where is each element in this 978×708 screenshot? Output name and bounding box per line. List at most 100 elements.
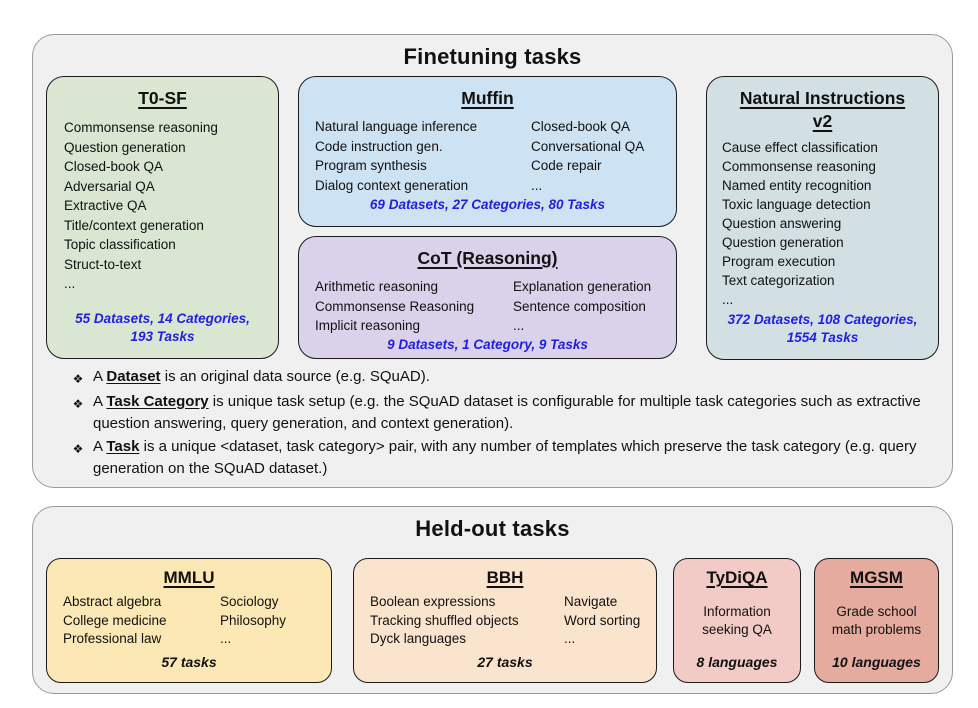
bbh-card-title: BBH (486, 568, 524, 587)
finetuning-section-title: Finetuning tasks (403, 44, 582, 69)
list-item: Word sorting (564, 612, 641, 628)
note-task-category-rest: is unique task setup (e.g. the SQuAD dat… (93, 392, 921, 433)
note-task-term: Task (106, 437, 140, 455)
list-item: ... (64, 276, 76, 292)
list-item: Code repair (531, 158, 602, 174)
list-item: Question generation (64, 139, 186, 155)
list-item: Title/context generation (64, 217, 204, 233)
definition-notes: ❖ A Dataset is an original data source (… (63, 366, 949, 481)
t0sf-card-title: T0-SF (138, 88, 187, 108)
list-item: Boolean expressions (370, 594, 496, 610)
list-item: Program execution (722, 254, 836, 270)
list-item: Commonsense reasoning (64, 120, 218, 136)
list-item: Commonsense Reasoning (315, 298, 475, 314)
list-item: ... (513, 318, 525, 334)
list-item: Text categorization (722, 273, 835, 289)
finetuning-tasks-section: Finetuning tasks T0-SF Commonsense reaso… (32, 34, 953, 488)
cot-card-title: CoT (Reasoning) (417, 248, 558, 268)
list-item: Tracking shuffled objects (370, 612, 519, 628)
note-dataset-term: Dataset (106, 368, 161, 385)
list-item: Adversarial QA (64, 178, 155, 194)
list-item: Sentence composition (513, 298, 646, 314)
list-item: Abstract algebra (63, 594, 162, 610)
note-task-category-text: A Task Category is unique task setup (e.… (93, 391, 949, 436)
muffin-task-list-right: Closed-book QA Conversational QA Code repa… (531, 117, 668, 195)
mgsm-card: MGSM Grade school math problems 10 langu… (814, 558, 939, 683)
list-item: Navigate (564, 594, 618, 610)
list-item: Natural language inference (315, 119, 478, 135)
note-task-category-term: Task Category (106, 392, 209, 410)
note-dataset-pre: A (93, 368, 107, 385)
mmlu-stats: 57 tasks (161, 654, 217, 670)
mgsm-card-title: MGSM (850, 568, 903, 587)
bbh-stats: 27 tasks (477, 654, 533, 670)
note-dataset-text: A Dataset is an original data source (e.… (93, 366, 949, 391)
mgsm-stats: 10 languages (832, 654, 921, 670)
list-item: Conversational QA (531, 138, 645, 154)
natural-instructions-v2-card: Natural Instructions v2 Cause effect cla… (706, 76, 939, 360)
list-item: Dyck languages (370, 631, 467, 647)
held-out-section-title: Held-out tasks (415, 516, 570, 541)
list-item: Sociology (220, 594, 279, 610)
mmlu-card-title: MMLU (163, 568, 215, 587)
list-item: Closed-book QA (531, 119, 631, 135)
list-item: Closed-book QA (64, 159, 164, 175)
list-item: Question generation (722, 235, 844, 251)
list-item: Explanation generation (513, 279, 652, 295)
diamond-bullet-icon: ❖ (72, 441, 84, 456)
list-item: ... (220, 631, 232, 647)
natural-instructions-v2-stats: 372 Datasets, 108 Categories, 1554 Tasks (727, 312, 918, 345)
cot-stats: 9 Datasets, 1 Category, 9 Tasks (387, 336, 588, 352)
list-item: Implicit reasoning (315, 318, 421, 334)
natural-instructions-v2-card-title: Natural Instructions v2 (739, 88, 906, 132)
list-item: Named entity recognition (722, 178, 872, 194)
list-item: Philosophy (220, 612, 287, 628)
list-item: Arithmetic reasoning (315, 279, 439, 295)
list-item: Topic classification (64, 237, 176, 253)
muffin-card-title: Muffin (461, 88, 514, 108)
list-item: College medicine (63, 612, 167, 628)
note-dataset: ❖ A Dataset is an original data source (… (63, 366, 949, 391)
tydiqa-card-title: TyDiQA (706, 568, 768, 587)
tydiqa-description: Information seeking QA (702, 604, 772, 638)
tydiqa-stats: 8 languages (696, 654, 778, 670)
note-task: ❖ A Task is a unique <dataset, task cate… (63, 436, 949, 481)
list-item: ... (564, 631, 576, 647)
list-item: Struct-to-text (64, 256, 142, 272)
list-item: Dialog context generation (315, 177, 469, 193)
note-task-pre: A (93, 437, 107, 455)
list-item: Extractive QA (64, 198, 147, 214)
note-task-rest: is a unique <dataset, task category> pai… (93, 437, 917, 478)
t0sf-stats: 55 Datasets, 14 Categories, 193 Tasks (75, 311, 250, 344)
mgsm-description: Grade school math problems (831, 604, 922, 638)
list-item: Commonsense reasoning (722, 159, 876, 175)
list-item: Toxic language detection (722, 197, 871, 213)
list-item: ... (531, 177, 543, 193)
note-task-category: ❖ A Task Category is unique task setup (… (63, 391, 949, 436)
note-task-category-pre: A (93, 392, 107, 410)
list-item: Question answering (722, 216, 842, 232)
diamond-bullet-icon: ❖ (72, 372, 84, 386)
list-item: ... (722, 292, 734, 308)
list-item: Cause effect classification (722, 140, 878, 156)
list-item: Code instruction gen. (315, 138, 443, 154)
diamond-bullet-icon: ❖ (72, 396, 84, 411)
list-item: Program synthesis (315, 158, 427, 174)
